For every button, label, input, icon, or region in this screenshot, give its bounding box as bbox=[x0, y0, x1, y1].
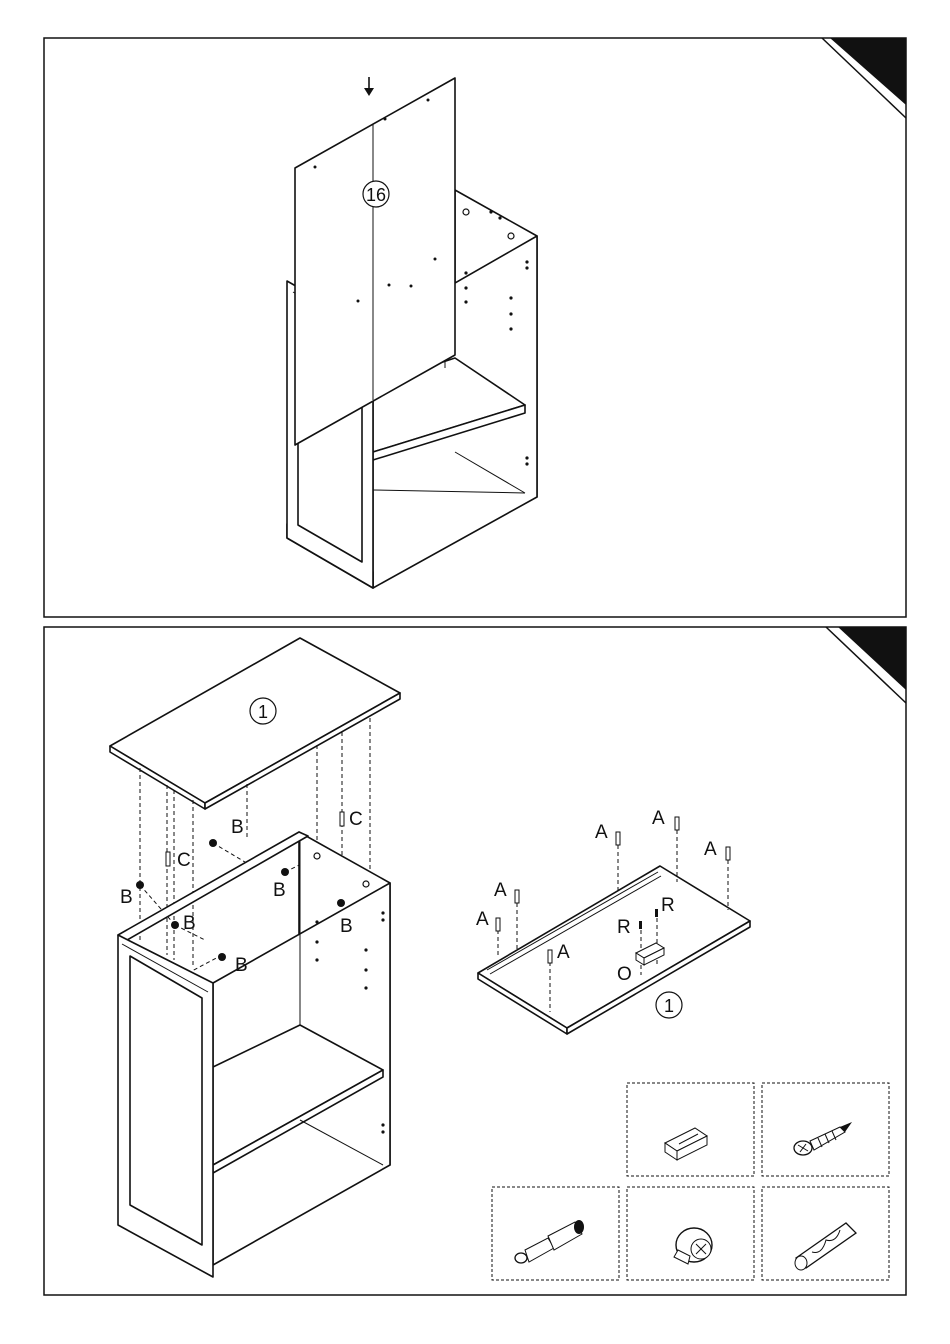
label-a-3: A bbox=[557, 942, 570, 963]
step-1-panel: 16 bbox=[44, 38, 906, 617]
hardware-cam-lock bbox=[627, 1187, 754, 1280]
hardware-magnetic-catch bbox=[627, 1083, 754, 1176]
label-r-2: R bbox=[661, 895, 675, 916]
label-a-6: A bbox=[704, 839, 717, 860]
label-a-5: A bbox=[652, 808, 665, 829]
part-16-label: 16 bbox=[366, 185, 386, 205]
top-panel-1: 1 bbox=[110, 638, 400, 809]
label-b-4: B bbox=[340, 916, 353, 937]
step-2-panel: 1 bbox=[44, 627, 906, 1295]
hardware-cam-bolt bbox=[492, 1187, 619, 1280]
part-1-panel-label: 1 bbox=[664, 996, 674, 1016]
hardware-legend bbox=[492, 1083, 889, 1280]
label-b-3: B bbox=[273, 880, 286, 901]
part-1-top-label: 1 bbox=[258, 702, 268, 722]
label-b-5: B bbox=[183, 913, 196, 934]
label-c-1: C bbox=[177, 850, 191, 871]
label-a-1: A bbox=[494, 880, 507, 901]
label-b-1: B bbox=[120, 887, 133, 908]
label-o: O bbox=[617, 964, 632, 985]
part-1-panel-badge: 1 bbox=[656, 992, 682, 1018]
arrow-down-icon bbox=[364, 77, 374, 96]
label-a-4: A bbox=[595, 822, 608, 843]
hardware-screw bbox=[762, 1083, 889, 1176]
step-2-corner-marker bbox=[838, 627, 906, 690]
label-c-2: C bbox=[349, 809, 363, 830]
cabinet-step2 bbox=[118, 832, 390, 1277]
label-b-6: B bbox=[235, 955, 248, 976]
label-b-2: B bbox=[231, 817, 244, 838]
hardware-wood-dowel bbox=[762, 1187, 889, 1280]
label-r-1: R bbox=[617, 917, 631, 938]
part-1-top-badge: 1 bbox=[250, 698, 276, 724]
label-a-2: A bbox=[476, 909, 489, 930]
part-16-badge: 16 bbox=[363, 181, 389, 207]
step-1-corner-marker bbox=[830, 38, 906, 105]
